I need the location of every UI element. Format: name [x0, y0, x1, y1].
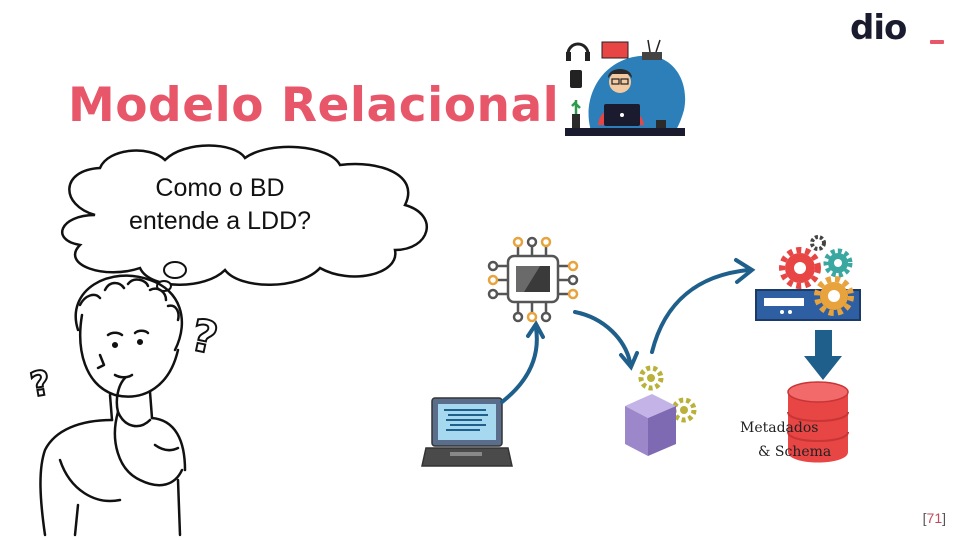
page-bracket-close: ]	[942, 510, 946, 526]
question-mark-icon: ?	[186, 310, 222, 365]
thought-bubble-text: Como o BD entende a LDD?	[95, 172, 345, 238]
thought-line-1: Como o BD	[155, 174, 285, 202]
developer-illustration	[565, 39, 686, 136]
db-caption-line-2: & Schema	[758, 444, 832, 460]
server-gears-icon	[755, 235, 861, 321]
flow-arrows	[500, 258, 756, 404]
arrow-down-icon	[804, 330, 842, 380]
question-mark-icon: ?	[27, 363, 53, 406]
logo-underscore	[930, 40, 944, 44]
db-caption-line-1: Metadados	[740, 420, 819, 436]
dio-logo: dio	[850, 8, 946, 50]
page-number: [71]	[923, 510, 946, 526]
gears-cube-icon	[625, 365, 697, 456]
slide-title: Modelo Relacional	[68, 78, 560, 133]
thought-line-2: entende a LDD?	[128, 207, 312, 235]
logo-text: dio	[850, 8, 907, 48]
cpu-chip-icon	[487, 236, 579, 323]
database-icon	[787, 381, 849, 463]
page-number-value: 71	[926, 510, 943, 526]
laptop-icon	[421, 397, 513, 467]
thought-cloud	[61, 144, 428, 292]
page-bracket-open: [	[922, 510, 927, 526]
thinking-person	[39, 274, 187, 537]
